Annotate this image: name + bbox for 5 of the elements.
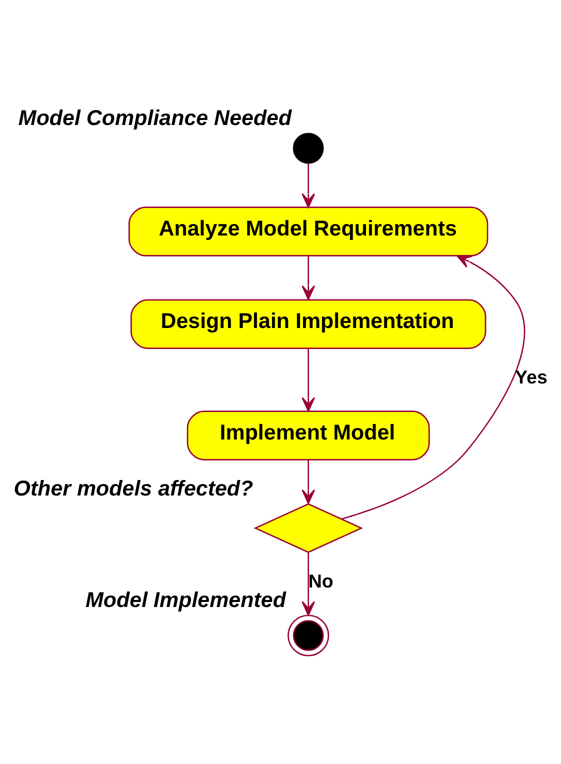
node-label: Other models affected?	[14, 476, 254, 500]
edge-label: Yes	[515, 366, 548, 387]
edge-label: No	[308, 570, 334, 591]
node-label: Model Implemented	[86, 588, 286, 612]
node-label: Model Compliance Needed	[18, 106, 292, 130]
